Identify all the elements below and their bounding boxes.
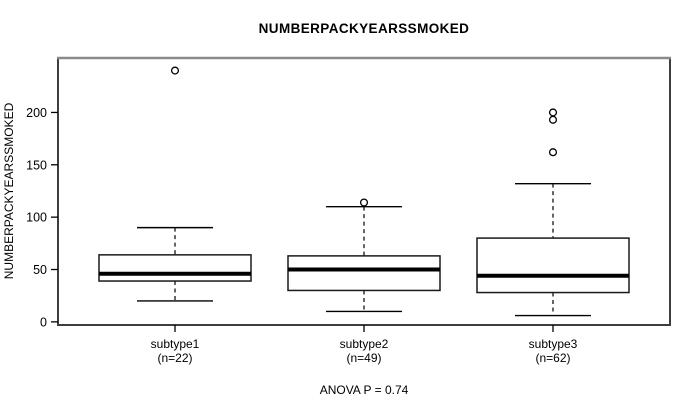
y-tick-label: 100	[26, 211, 47, 225]
group-name: subtype1	[150, 337, 200, 351]
box-rect	[287, 255, 441, 292]
group-name: subtype3	[528, 337, 578, 351]
y-tick-label: 150	[26, 158, 47, 172]
box-rect	[98, 254, 252, 282]
group-count: (n=62)	[535, 351, 571, 365]
box-rect	[476, 237, 630, 294]
y-tick-label: 50	[33, 263, 47, 277]
x-axis-group-label-subtype3: subtype3 (n=62)	[463, 337, 643, 365]
outlier-point	[548, 115, 558, 124]
group-name: subtype2	[339, 337, 389, 351]
chart-title: NUMBERPACKYEARSSMOKED	[258, 21, 470, 36]
x-axis-group-label-subtype1: subtype1 (n=22)	[85, 337, 265, 365]
outlier-point	[170, 66, 180, 75]
outlier-point	[548, 108, 558, 117]
group-count: (n=22)	[157, 351, 193, 365]
x-axis-group-label-subtype2: subtype2 (n=49)	[274, 337, 454, 365]
outlier-point	[548, 148, 558, 157]
y-tick-label: 0	[40, 315, 47, 329]
anova-note: ANOVA P = 0.74	[319, 383, 409, 397]
outlier-point	[359, 198, 369, 207]
group-count: (n=49)	[346, 351, 382, 365]
y-tick-label: 200	[26, 106, 47, 120]
